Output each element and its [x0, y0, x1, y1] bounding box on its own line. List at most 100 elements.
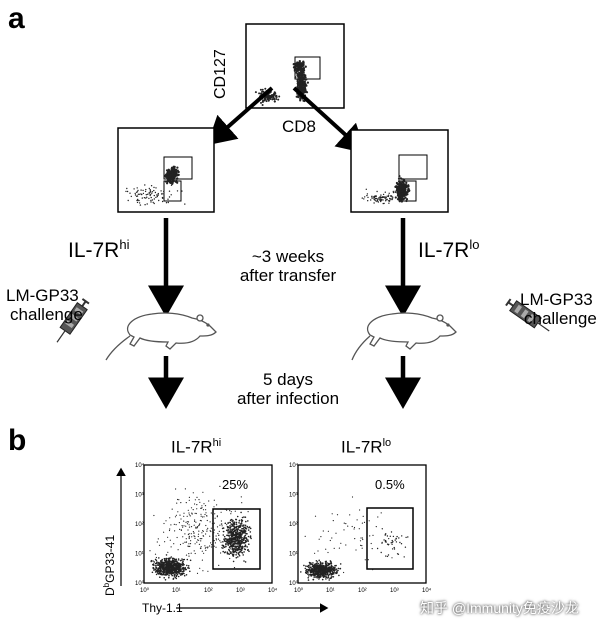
arrow-to-left-plot — [206, 86, 274, 146]
scatter-dot — [225, 543, 227, 546]
scatter-dot — [174, 576, 176, 579]
scatter-dot — [384, 534, 386, 536]
scatter-dot — [177, 511, 179, 513]
scatter-dot — [398, 175, 401, 178]
panel-a-letter: a — [8, 2, 25, 35]
scatter-dot — [224, 551, 227, 553]
scatter-dot — [196, 541, 198, 543]
scatter-dot — [213, 522, 215, 524]
scatter-dot — [212, 513, 214, 516]
scatter-dot — [220, 520, 222, 522]
scatter-dot — [378, 197, 380, 199]
scatter-dot — [213, 529, 216, 531]
scatter-dot — [331, 537, 333, 539]
scatter-dot — [203, 516, 205, 518]
scatter-dot — [269, 98, 272, 100]
scatter-dot — [155, 559, 158, 562]
scatter-dot — [181, 190, 183, 192]
scatter-dot — [171, 562, 173, 565]
scatter-dot — [187, 565, 190, 567]
scatter-dot — [321, 578, 324, 581]
scatter-dot — [165, 569, 168, 571]
scatter-dot — [145, 194, 147, 196]
scatter-dot — [383, 539, 385, 541]
scatter-dot — [355, 549, 357, 551]
scatter-dot — [299, 66, 302, 70]
scatter-dot — [188, 536, 190, 538]
scatter-dot — [331, 573, 334, 576]
scatter-dot — [212, 523, 214, 525]
scatter-dot — [249, 531, 252, 533]
b-left-plot-dots — [149, 485, 252, 581]
scatter-dot — [239, 551, 241, 553]
scatter-dot — [240, 549, 243, 552]
scatter-dot — [167, 198, 169, 200]
scatter-dot — [155, 562, 158, 564]
scatter-dot — [179, 514, 181, 516]
scatter-dot — [187, 521, 190, 523]
scatter-dot — [176, 190, 179, 192]
scatter-dot — [353, 526, 356, 529]
scatter-dot — [129, 192, 131, 194]
scatter-dot — [229, 529, 231, 531]
scatter-dot — [244, 544, 247, 546]
scatter-dot — [241, 537, 243, 539]
scatter-dot — [363, 198, 365, 200]
scatter-dot — [161, 562, 163, 564]
scatter-dot — [181, 559, 183, 561]
scatter-dot — [243, 548, 246, 550]
scatter-dot — [205, 533, 207, 535]
scatter-dot — [313, 576, 316, 578]
scatter-dot — [181, 570, 184, 573]
scatter-dot — [314, 552, 316, 554]
scatter-dot — [349, 514, 351, 516]
scatter-dot — [230, 531, 232, 534]
scatter-dot — [178, 522, 180, 524]
scatter-dot — [163, 193, 165, 195]
scatter-dot — [150, 199, 152, 202]
scatter-dot — [169, 560, 172, 562]
scatter-dot — [403, 194, 406, 197]
b-left-percent: 25% — [222, 477, 249, 492]
scatter-dot — [314, 576, 317, 578]
left-flow-plot — [117, 127, 215, 213]
scatter-dot — [246, 533, 248, 535]
scatter-dot — [248, 543, 250, 545]
scatter-dot — [382, 193, 385, 196]
scatter-dot — [152, 563, 155, 565]
scatter-dot — [322, 530, 324, 532]
scatter-dot — [218, 534, 220, 537]
scatter-dot — [247, 535, 250, 538]
scatter-dot — [158, 557, 160, 559]
scatter-dot — [238, 551, 241, 553]
scatter-dot — [175, 570, 177, 573]
scatter-dot — [212, 545, 214, 547]
scatter-dot — [235, 523, 238, 525]
scatter-dot — [386, 555, 389, 558]
scatter-dot — [237, 532, 240, 534]
y-tick-label: 10⁴ — [289, 462, 299, 469]
scatter-dot — [188, 524, 190, 526]
scatter-dot — [219, 485, 221, 487]
scatter-dot — [155, 187, 157, 189]
scatter-dot — [195, 512, 197, 515]
scatter-dot — [157, 567, 160, 569]
scatter-dot — [213, 506, 215, 508]
scatter-dot — [400, 543, 403, 545]
scatter-dot — [320, 575, 322, 577]
scatter-dot — [227, 528, 229, 531]
scatter-dot — [362, 515, 364, 518]
scatter-dot — [367, 196, 369, 199]
scatter-dot — [307, 564, 310, 567]
scatter-dot — [234, 510, 236, 512]
scatter-dot — [238, 546, 240, 549]
scatter-dot — [318, 566, 320, 568]
scatter-dot — [389, 535, 391, 537]
scatter-dot — [188, 533, 190, 535]
scatter-dot — [153, 514, 155, 517]
scatter-dot — [304, 76, 307, 79]
scatter-dot — [214, 517, 216, 519]
scatter-dot — [175, 566, 178, 568]
scatter-dot — [311, 574, 313, 577]
scatter-dot — [160, 190, 162, 192]
